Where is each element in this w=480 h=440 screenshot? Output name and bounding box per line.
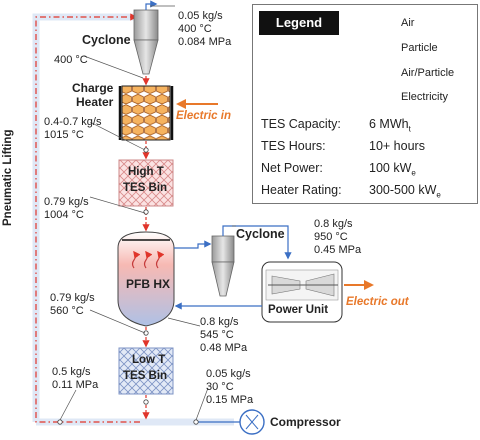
high-tes-label-2: TES Bin (123, 182, 168, 194)
pfb-hx (117, 231, 212, 348)
electric-out-label: Electric out (346, 296, 409, 308)
spec-tes-hours-label: TES Hours: (261, 139, 326, 153)
annotation-leaders (59, 5, 236, 421)
charge-heater-label-1: Charge (72, 81, 114, 95)
low-tes-label-2: TES Bin (123, 370, 168, 382)
legend-item-air: Air (401, 17, 415, 29)
spec-heater-rating-label: Heater Rating: (261, 183, 342, 197)
power-unit (174, 261, 374, 323)
stream-compressor-out: 0.05 kg/s 30 °C 0.15 MPa (206, 368, 254, 406)
spec-tes-capacity-label: TES Capacity: (261, 117, 341, 131)
low-tes-label-1: Low T (132, 354, 166, 366)
stream-cyclone-temp: 400 °C (54, 54, 88, 66)
low-tes-bin (118, 347, 174, 420)
spec-tes-hours-value: 10+ hours (369, 139, 425, 153)
spec-net-power-value: 100 kWe (369, 161, 416, 178)
charge-heater-label-2: Heater (76, 95, 114, 109)
stream-heater-in: 0.4-0.7 kg/s 1015 °C (44, 116, 102, 141)
compressor (57, 409, 265, 435)
high-tes-label-1: High T (128, 166, 164, 178)
stream-power-return: 0.8 kg/s 545 °C 0.48 MPa (200, 316, 248, 354)
cyclone-top-label: Cyclone (82, 33, 131, 47)
power-unit-label: Power Unit (268, 304, 329, 316)
legend-item-particle: Particle (401, 42, 438, 54)
legend-item-electricity: Electricity (401, 91, 449, 103)
stream-lift: 0.5 kg/s 0.11 MPa (52, 366, 99, 391)
spec-net-power-label: Net Power: (261, 161, 323, 175)
cyclone-right (211, 225, 292, 297)
stream-cyclone-right-out: 0.8 kg/s 950 °C 0.45 MPa (314, 218, 362, 256)
stream-pfb-out: 0.79 kg/s 560 °C (50, 292, 95, 317)
legend: Legend Air Particle Air/Particle Electri… (252, 4, 478, 204)
cyclone-right-label: Cyclone (236, 227, 285, 241)
legend-title: Legend (259, 11, 339, 35)
charge-heater (118, 85, 218, 160)
pneumatic-lifting-label: Pneumatic Lifting (2, 129, 14, 226)
spec-tes-capacity-value: 6 MWht (369, 117, 411, 134)
pfb-hx-label: PFB HX (126, 277, 171, 291)
stream-high-tes-out: 0.79 kg/s 1004 °C (44, 196, 89, 221)
spec-heater-rating-value: 300-500 kWe (369, 183, 441, 200)
electric-in-label: Electric in (176, 110, 231, 122)
legend-item-air-particle: Air/Particle (401, 67, 455, 79)
high-tes-bin (118, 159, 174, 232)
compressor-label: Compressor (270, 415, 341, 429)
stream-cyclone-air-out: 0.05 kg/s 400 °C 0.084 MPa (178, 10, 232, 48)
cyclone-top (133, 0, 159, 86)
